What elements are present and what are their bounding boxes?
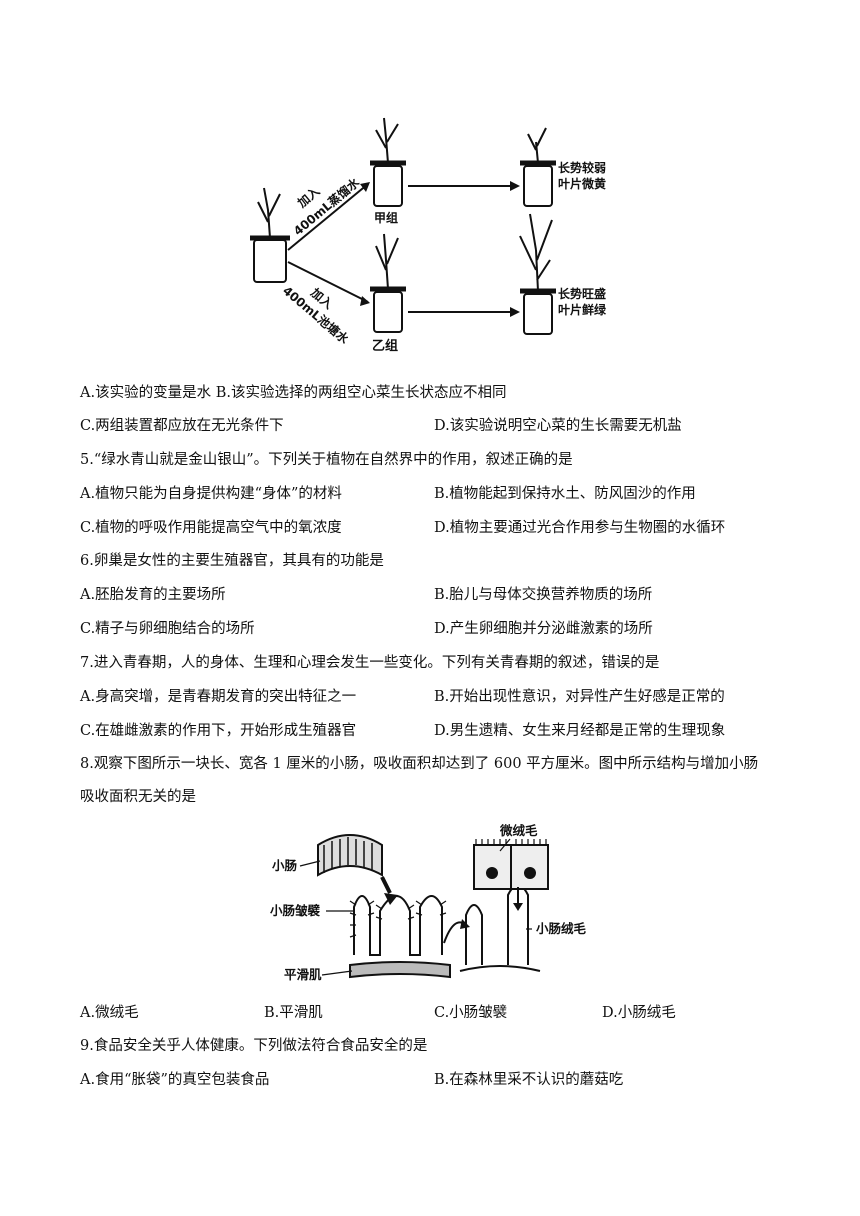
q8-option-d: D.小肠绒毛 [602,1005,676,1021]
q4-option-ab: A.该实验的变量是水 B.该实验选择的两组空心菜生长状态应不相同 [80,385,507,401]
intestine-figure: 小肠 小肠皱襞 平滑肌 微绒毛 小肠绒毛 [270,823,587,982]
result-a-label-1: 长势较弱 [558,160,606,175]
q5-option-a: A.植物只能为自身提供构建“身体”的材料 [80,486,342,502]
group-a-label: 甲组 [374,210,398,225]
q6-option-d: D.产生卵细胞并分泌雌激素的场所 [434,621,653,637]
group-b-label: 乙组 [372,338,398,354]
q6-stem: 6.卵巢是女性的主要生殖器官，其具有的功能是 [80,553,384,569]
result-b-label-1: 长势旺盛 [558,286,606,301]
result-a-label-2: 叶片微黄 [558,176,606,191]
q8-option-b: B.平滑肌 [264,1005,323,1021]
initial-jar [253,239,287,283]
q4-option-d: D.该实验说明空心菜的生长需要无机盐 [434,418,682,434]
result-b-jar [523,293,553,335]
q9-option-a: A.食用“胀袋”的真空包装食品 [80,1072,270,1088]
label-microvilli: 微绒毛 [499,823,538,838]
q5-option-d: D.植物主要通过光合作用参与生物圈的水循环 [434,520,726,536]
q5-option-c: C.植物的呼吸作用能提高空气中的氧浓度 [80,520,342,536]
folds [353,895,443,956]
q7-stem: 7.进入青春期，人的身体、生理和心理会发生一些变化。下列有关青春期的叙述，错误的… [80,655,660,671]
label-folds: 小肠皱襞 [270,903,321,918]
result-a-jar [523,165,553,207]
group-a-jar [373,165,403,207]
q5-option-b: B.植物能起到保持水土、防风固沙的作用 [434,486,696,502]
q8-option-c: C.小肠皱襞 [434,1005,508,1021]
label-villi: 小肠绒毛 [535,921,587,936]
q7-option-b: B.开始出现性意识，对异性产生好感是正常的 [434,689,725,705]
q7-option-c: C.在雄雌激素的作用下，开始形成生殖器官 [80,723,357,739]
q7-option-a: A.身高突增，是青春期发育的突出特征之一 [80,689,357,705]
q4-option-c: C.两组装置都应放在无光条件下 [80,418,284,434]
q6-option-c: C.精子与卵细胞结合的场所 [80,621,255,637]
experiment-figure: 加入 400mL蒸馏水 加入 400mL池塘水 甲组 乙组 长势较弱 叶片微黄 … [250,117,607,354]
q9-option-b: B.在森林里采不认识的蘑菇吃 [434,1072,624,1088]
q5-stem: 5.“绿水青山就是金山银山”。下列关于植物在自然界中的作用，叙述正确的是 [80,452,573,468]
q8-stem-line2: 吸收面积无关的是 [80,789,196,805]
group-b-jar [373,291,403,333]
label-small-intestine: 小肠 [271,858,298,873]
result-b-label-2: 叶片鲜绿 [558,302,607,317]
q9-stem: 9.食品安全关乎人体健康。下列做法符合食品安全的是 [80,1038,428,1054]
q8-option-a: A.微绒毛 [80,1005,139,1021]
q7-option-d: D.男生遗精、女生来月经都是正常的生理现象 [434,723,726,739]
smooth-muscle-layer [349,961,451,979]
q6-option-a: A.胚胎发育的主要场所 [80,587,226,603]
q6-option-b: B.胎儿与母体交换营养物质的场所 [434,587,653,603]
q8-stem-line1: 8.观察下图所示一块长、宽各 1 厘米的小肠，吸收面积却达到了 600 平方厘米… [80,756,759,772]
label-smooth-muscle: 平滑肌 [284,967,322,982]
